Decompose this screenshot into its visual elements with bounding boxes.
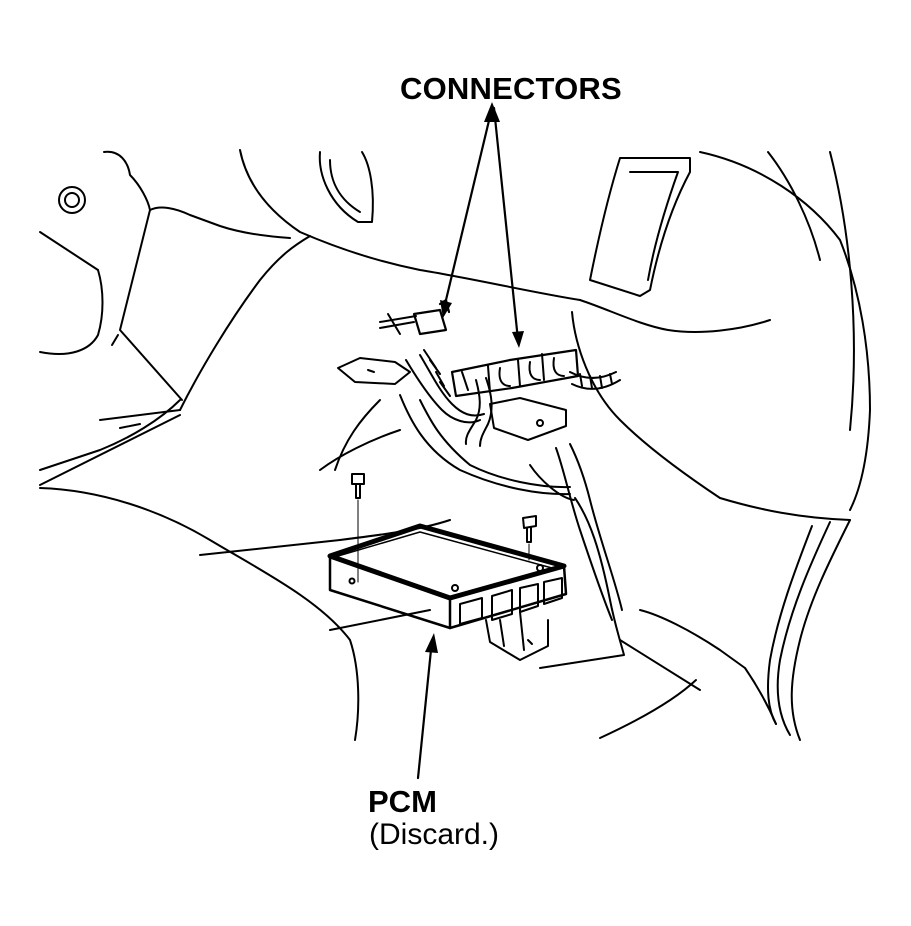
left-door-panel: [39, 150, 291, 486]
dash-outline: [239, 149, 871, 521]
pcm-label: PCM: [368, 784, 437, 819]
connectors-label: CONNECTORS: [400, 71, 622, 106]
mounting-bracket: [337, 357, 567, 441]
arrow-pcm: [416, 638, 434, 780]
arrow-connector-left: [444, 106, 494, 302]
right-door-sill: [599, 519, 851, 741]
floor-tunnel: [39, 235, 625, 741]
pcm-discard-note: (Discard.): [369, 818, 500, 851]
pcm-unit: [327, 523, 568, 661]
bolts: [351, 473, 537, 583]
pointer-arrows: [416, 102, 524, 780]
arrow-connector-right: [492, 106, 520, 342]
connector-block: [412, 308, 580, 398]
